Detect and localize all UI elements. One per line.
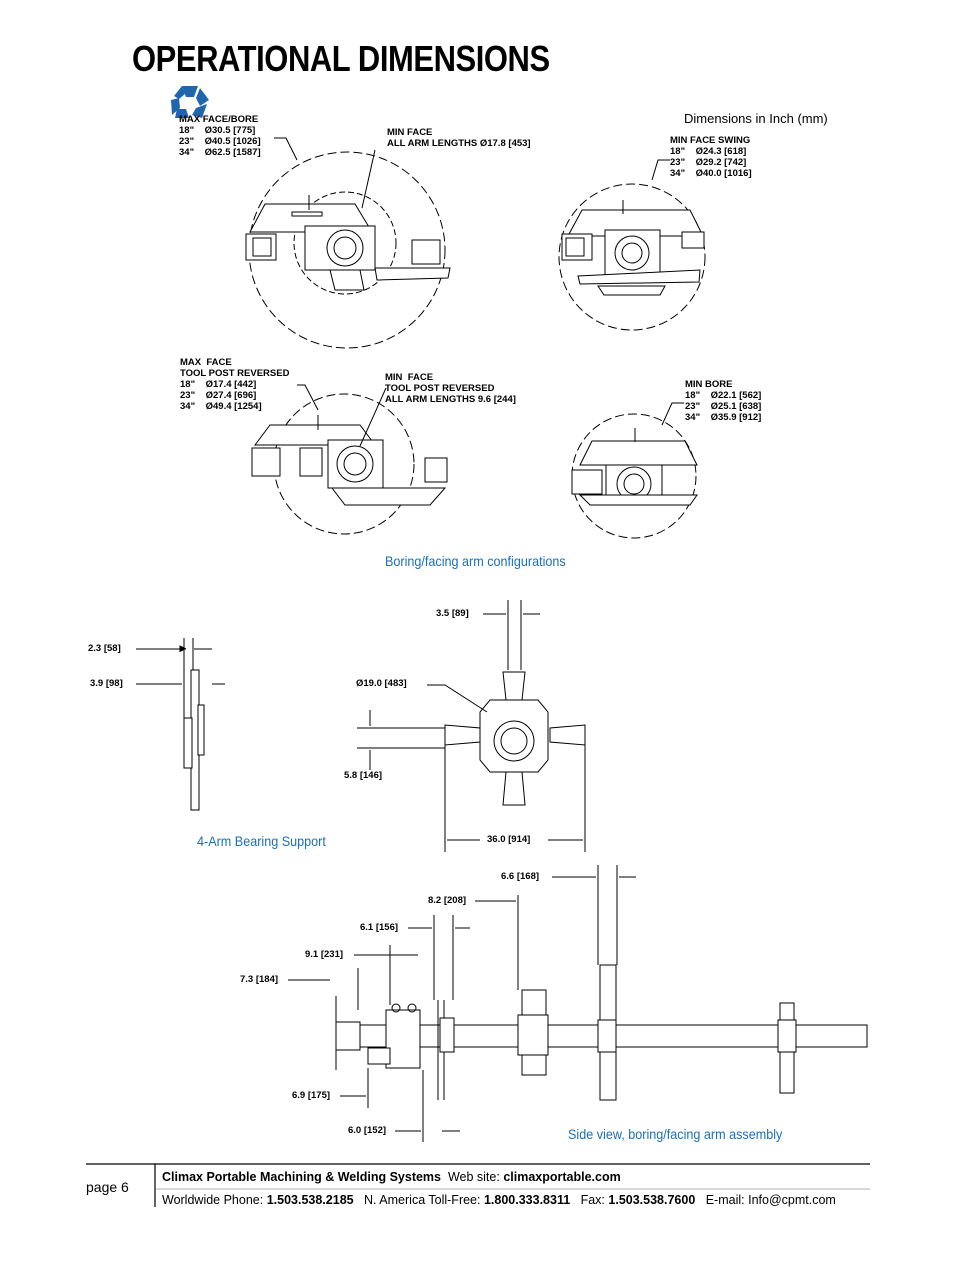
- config-min-face-swing-drawing: [558, 159, 706, 331]
- technical-drawings: [86, 137, 870, 1207]
- bearing-support-front-drawing: [357, 600, 586, 852]
- tollfree-label: N. America Toll-Free:: [364, 1193, 481, 1207]
- page-title: OPERATIONAL DIMENSIONS: [132, 38, 550, 79]
- website-label: Web site:: [447, 1170, 500, 1184]
- min-bore-label: MIN BORE 18" Ø22.1 [562] 23" Ø25.1 [638]…: [685, 379, 762, 423]
- dim-label: Ø19.0 [483]: [356, 678, 407, 689]
- configs-caption: Boring/facing arm configurations: [385, 553, 566, 569]
- dim-label: 2.3 [58]: [88, 643, 121, 654]
- bearing-support-side-drawing: [136, 638, 225, 811]
- climax-logo-icon: [171, 86, 209, 118]
- min-face-label: MIN FACE ALL ARM LENGTHS Ø17.8 [453]: [387, 127, 531, 149]
- tollfree-number: 1.800.333.8311: [483, 1193, 571, 1207]
- dim-label: 6.0 [152]: [348, 1125, 387, 1136]
- dim-label: 3.9 [98]: [90, 678, 123, 689]
- fax-number: 1.503.538.7600: [608, 1193, 696, 1207]
- dim-label: 8.2 [208]: [428, 895, 467, 906]
- dim-label: 6.6 [168]: [501, 871, 540, 882]
- bearing-support-caption: 4-Arm Bearing Support: [197, 833, 326, 849]
- max-face-reversed-label: MAX FACE TOOL POST REVERSED 18" Ø17.4 [4…: [180, 357, 290, 412]
- phone-label: Worldwide Phone:: [162, 1193, 264, 1207]
- website-link[interactable]: climaxportable.com: [503, 1170, 621, 1184]
- min-face-swing-label: MIN FACE SWING 18" Ø24.3 [618] 23" Ø29.2…: [670, 135, 752, 179]
- dim-label: 7.3 [184]: [240, 974, 279, 985]
- dim-label: 36.0 [914]: [487, 834, 531, 845]
- config-max-face-reversed-drawing: [251, 384, 448, 535]
- min-face-reversed-label: MIN FACE TOOL POST REVERSED ALL ARM LENG…: [385, 372, 516, 405]
- config-max-face-bore-drawing: [245, 137, 451, 349]
- footer-line-company: Climax Portable Machining & Welding Syst…: [162, 1170, 621, 1184]
- dim-label: 5.8 [146]: [344, 770, 383, 781]
- dim-label: 6.1 [156]: [360, 922, 399, 933]
- units-note: Dimensions in Inch (mm): [684, 111, 828, 126]
- side-view-caption: Side view, boring/facing arm assembly: [568, 1126, 783, 1142]
- max-face-bore-label: MAX FACE/BORE 18" Ø30.5 [775] 23" Ø40.5 …: [179, 114, 261, 158]
- page-number: page 6: [86, 1179, 129, 1195]
- footer-line-contact: Worldwide Phone: 1.503.538.2185 N. Ameri…: [162, 1193, 836, 1207]
- config-min-bore-drawing: [571, 402, 698, 539]
- fax-label: Fax:: [580, 1193, 605, 1207]
- company-name: Climax Portable Machining & Welding Syst…: [162, 1170, 441, 1184]
- side-view-assembly-drawing: [288, 865, 868, 1142]
- phone-number: 1.503.538.2185: [266, 1193, 354, 1207]
- email-link[interactable]: Info@cpmt.com: [748, 1193, 836, 1207]
- dim-label: 9.1 [231]: [305, 949, 344, 960]
- email-label: E-mail:: [705, 1193, 745, 1207]
- dim-label: 3.5 [89]: [436, 608, 469, 619]
- dim-label: 6.9 [175]: [292, 1090, 331, 1101]
